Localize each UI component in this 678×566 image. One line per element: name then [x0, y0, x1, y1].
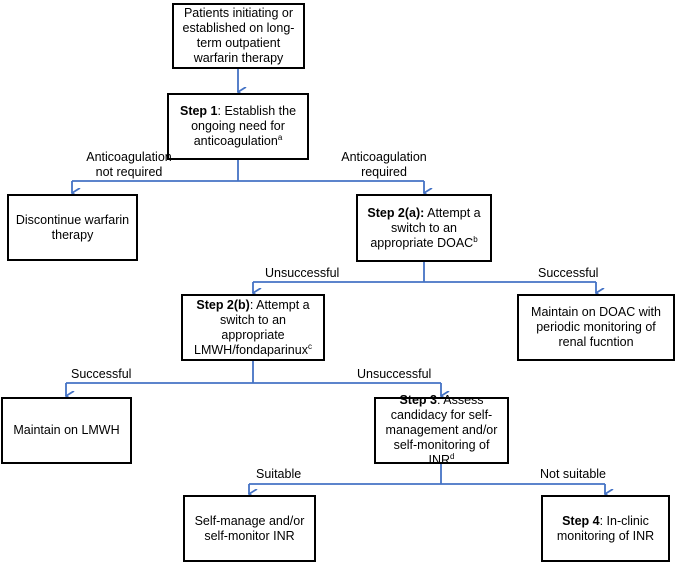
- label-required-line1: Anticoagulation: [341, 150, 427, 164]
- label-required-line2: required: [361, 165, 407, 179]
- step2a-text: Attempt a switch to an appropriate DOAC: [370, 205, 481, 250]
- maintain-doac-text: Maintain on DOAC with periodic monitorin…: [531, 305, 661, 349]
- label-not-required-line1: Anticoagulation: [86, 150, 172, 164]
- self-manage-box: Self-manage and/or self-monitor INR: [183, 495, 316, 562]
- label-not-required: Anticoagulation not required: [74, 150, 184, 180]
- step4-text: : In-clinic monitoring of INR: [556, 513, 655, 543]
- step4-title: Step 4: [562, 513, 600, 528]
- step2b-content: Step 2(b): Attempt a switch to an approp…: [187, 298, 319, 358]
- discontinue-box: Discontinue warfarin therapy: [7, 194, 138, 261]
- step3-footnote: d: [450, 451, 455, 461]
- step4-content: Step 4: In-clinic monitoring of INR: [547, 514, 664, 544]
- label-required: Anticoagulation required: [329, 150, 439, 180]
- step1-box: Step 1: Establish the ongoing need for a…: [167, 93, 309, 160]
- label-suitable: Suitable: [256, 467, 302, 481]
- step4-box: Step 4: In-clinic monitoring of INR: [541, 495, 670, 562]
- maintain-doac-box: Maintain on DOAC with periodic monitorin…: [517, 294, 675, 361]
- step1-title: Step 1: [179, 104, 218, 118]
- self-manage-text: Self-manage and/or self-monitor INR: [194, 513, 305, 543]
- step3-content: Step 3: Assess candidacy for self-manage…: [380, 393, 503, 468]
- label-not-required-line2: not required: [95, 165, 163, 179]
- discontinue-text: Discontinue warfarin therapy: [15, 212, 130, 242]
- step1-footnote: a: [277, 132, 283, 142]
- step3-box: Step 3: Assess candidacy for self-manage…: [374, 393, 509, 467]
- label-unsuccessful-lmwh: Unsuccessful: [357, 367, 432, 381]
- step2a-box: Step 2(a): Attempt a switch to an approp…: [356, 194, 492, 262]
- label-successful-doac: Successful: [538, 266, 599, 280]
- label-successful-lmwh: Successful: [71, 367, 132, 381]
- step2b-footnote: c: [307, 341, 312, 351]
- step1-content: Step 1: Establish the ongoing need for a…: [173, 104, 303, 149]
- maintain-lmwh-text: Maintain on LMWH: [13, 423, 120, 437]
- step2a-footnote: b: [473, 234, 478, 244]
- step2a-content: Step 2(a): Attempt a switch to an approp…: [362, 206, 486, 251]
- step3-text: : Assess candidacy for self-management a…: [385, 393, 498, 467]
- step2a-title: Step 2(a):: [367, 205, 425, 220]
- step2b-box: Step 2(b): Attempt a switch to an approp…: [181, 294, 325, 361]
- maintain-lmwh-box: Maintain on LMWH: [1, 397, 132, 464]
- start-box: Patients initiating or established on lo…: [172, 3, 305, 69]
- step2b-title: Step 2(b): [196, 297, 250, 312]
- step2b-text: : Attempt a switch to an appropriate LMW…: [194, 297, 310, 357]
- label-unsuccessful-doac: Unsuccessful: [265, 266, 340, 280]
- step3-title: Step 3: [399, 393, 437, 407]
- step1-text: : Establish the ongoing need for anticoa…: [191, 104, 297, 148]
- label-not-suitable: Not suitable: [540, 467, 607, 481]
- start-text: Patients initiating or established on lo…: [182, 6, 295, 65]
